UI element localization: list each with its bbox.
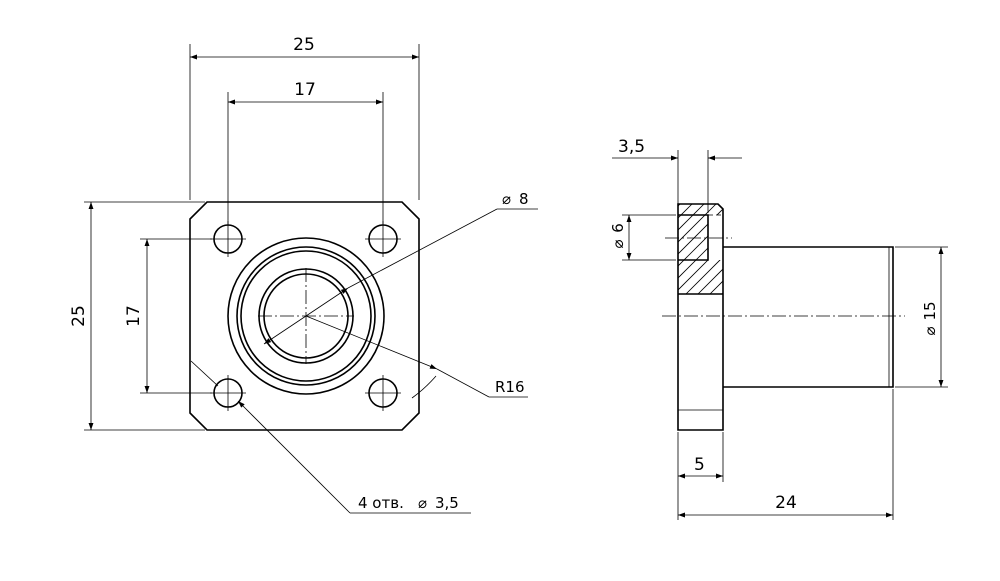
dimension-width-holes: 17: [227, 80, 384, 224]
mounting-hole-top-right: [365, 221, 401, 257]
counterbore-diameter-symbol: ⌀: [609, 239, 627, 248]
counterbore-diameter-label: 6: [609, 223, 627, 233]
leader-bore-diameter: ⌀ 8: [263, 190, 538, 345]
bore-diameter-symbol: ⌀: [502, 190, 511, 208]
dimension-counterbore-diameter: ⌀ 6: [609, 214, 676, 261]
mounting-hole-top-left: [210, 221, 246, 257]
flange-radius-label: R16: [495, 378, 525, 396]
dimension-body-diameter: ⌀ 15: [895, 246, 948, 388]
side-flange-outline: [677, 203, 724, 431]
dimension-flange-thickness: 3,5: [612, 137, 742, 213]
dimension-height-holes-label: 17: [124, 305, 144, 327]
leader-flange-radius: R16: [305, 315, 528, 399]
dimension-overall-length-label: 24: [775, 493, 797, 513]
flange-outline: [189, 201, 420, 431]
dimension-height-holes: 17: [124, 238, 212, 394]
leader-holes-callout: 4 отв. ⌀ 3,5: [190, 360, 471, 514]
body-ring-inner: [240, 250, 372, 382]
dimension-flange-thickness-label: 3,5: [618, 137, 645, 157]
bore-circle-outer: [258, 268, 354, 364]
dimension-height-outer-label: 25: [69, 305, 89, 327]
body-ring-outer: [236, 246, 376, 386]
dimension-width-outer: 25: [189, 35, 420, 200]
bore-diameter-label: 8: [519, 190, 529, 208]
dimension-flange-width-label: 5: [694, 455, 705, 475]
holes-callout-prefix: 4 отв.: [358, 494, 404, 512]
dimension-width-outer-label: 25: [293, 35, 315, 55]
mounting-hole-bottom-left: [210, 375, 246, 411]
dimension-height-outer: 25: [69, 201, 205, 431]
section-hatch: [678, 204, 723, 294]
holes-callout-diameter: 3,5: [435, 494, 459, 512]
front-view: 25 17 25 17 ⌀ 8: [69, 35, 538, 514]
body-outer-circle: [227, 237, 385, 395]
mounting-hole-bottom-right: [365, 375, 401, 411]
dimension-flange-width: 5: [677, 432, 724, 520]
body-diameter-label: 15: [921, 301, 939, 320]
body-diameter-symbol: ⌀: [921, 326, 939, 335]
side-view: 3,5 ⌀ 6 ⌀ 15 5 24: [609, 137, 948, 520]
side-body-outline: [723, 246, 894, 388]
counterbore-outline: [678, 214, 709, 261]
dimension-overall-length: 24: [678, 389, 894, 520]
dimension-width-holes-label: 17: [294, 80, 316, 100]
holes-callout-diameter-symbol: ⌀: [418, 494, 427, 512]
